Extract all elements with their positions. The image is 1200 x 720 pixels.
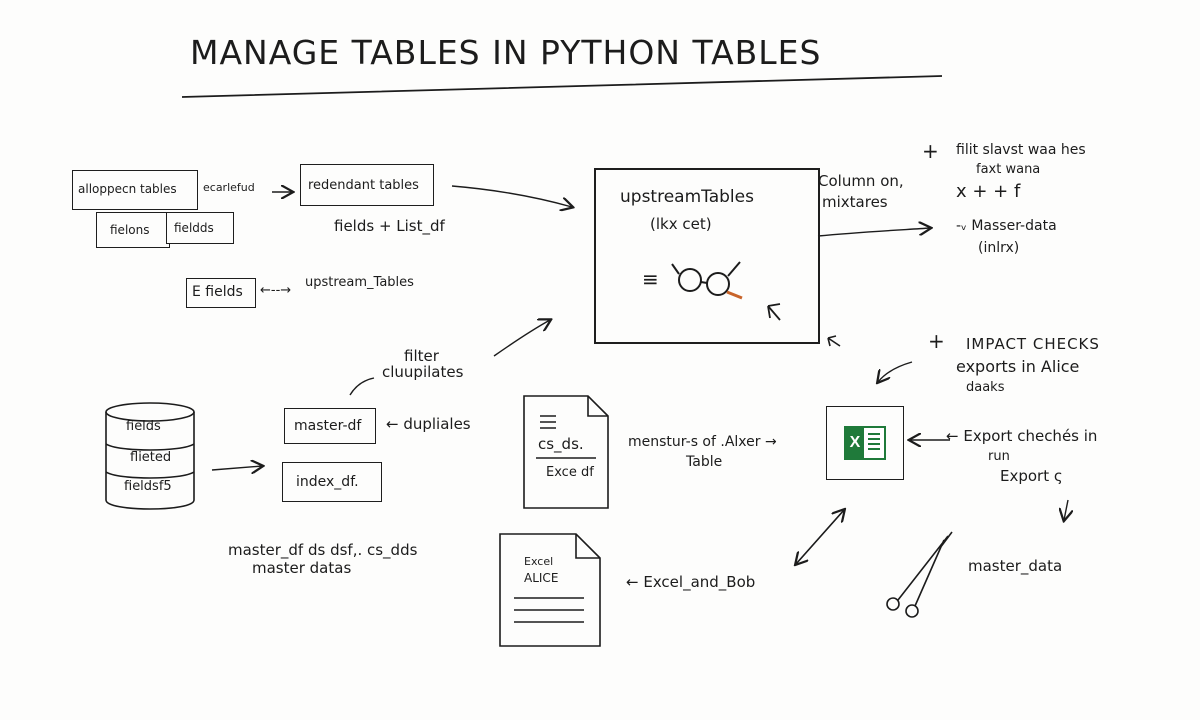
label-master-caption-1: master_df ds dsf,. cs_dds <box>228 541 418 559</box>
db-row-flieted: flieted <box>130 450 172 465</box>
box-alloppecn-tables <box>72 170 198 210</box>
arrow-upstream-right <box>817 228 930 237</box>
label-filit-2: faxt wana <box>976 162 1041 177</box>
label-export: Export ς <box>1000 467 1063 485</box>
label-e-fields-arrow: ←--→ <box>260 283 292 298</box>
label-redendant-tables: redendant tables <box>308 178 419 193</box>
upstream-eq-glyph: ≡ <box>642 267 659 291</box>
excel-letter: X <box>846 428 864 458</box>
label-dupliales: ← dupliales <box>386 415 471 433</box>
scissors-icon <box>886 531 953 618</box>
label-master-data: master_data <box>968 557 1063 575</box>
label-fielons: fielons <box>110 223 150 237</box>
document-csds <box>523 395 609 509</box>
db-row-fields: fields <box>126 419 161 434</box>
db-row-fieldsf5: fieldsf5 <box>124 479 172 494</box>
doc-alice-line2: ALICE <box>524 571 559 585</box>
label-cluupilates: cluupilates <box>382 363 464 381</box>
label-excel-and-bob: ← Excel_and_Bob <box>626 573 756 591</box>
label-daaks: daaks <box>966 380 1005 395</box>
document-excel-alice <box>499 533 601 647</box>
database-cylinder <box>105 402 195 510</box>
label-table: Table <box>686 454 723 470</box>
label-master-df: master-df <box>294 418 362 434</box>
box-e-fields <box>186 278 256 308</box>
title-underline <box>181 75 943 98</box>
glasses-icon <box>671 261 743 300</box>
arrow-db-index <box>211 466 262 470</box>
arrow-impact-excel <box>878 361 913 382</box>
label-fieldds: fieldds <box>174 221 214 235</box>
label-exports-in-alice: exports in Alice <box>956 357 1080 376</box>
label-e-fields: E fields <box>192 284 243 300</box>
upstream-sub: (lkx cet) <box>650 215 712 233</box>
arrow-nw <box>827 335 841 347</box>
label-masser-2: (inlrx) <box>978 240 1020 256</box>
label-menstur: menstur-s of .Alxer → <box>628 434 777 450</box>
label-run: run <box>988 449 1010 464</box>
box-fielons <box>96 212 170 248</box>
doc-alice-line1: Excel <box>524 555 554 568</box>
label-filit-1: filit slavst waa hes <box>956 142 1086 158</box>
label-masser-1: -ᵥ Masser-data <box>956 218 1057 234</box>
upstream-title: upstreamTables <box>620 187 754 207</box>
page-title: MANAGE TABLES IN PYTHON TABLES <box>190 33 822 72</box>
box-redendant-tables <box>300 164 434 206</box>
cursor-icon <box>767 303 781 321</box>
label-alloppecn-tables: alloppecn tables <box>78 182 177 196</box>
arrow-redendant-upstream <box>451 185 572 207</box>
label-earnefu: ecarlefud <box>203 181 255 194</box>
box-index-df <box>282 462 382 502</box>
label-formula: x + + f <box>956 181 1021 202</box>
label-upstream-small: upstream_Tables <box>305 275 414 290</box>
doc-csds-line2: Exce df <box>546 465 594 480</box>
label-master-caption-2: master datas <box>252 559 352 577</box>
excel-icon: X <box>844 426 886 460</box>
label-column-on: Column on, <box>818 172 904 190</box>
doc-csds-line1: cs_ds. <box>538 435 584 453</box>
label-impact-checks: IMPACT CHECKS <box>966 335 1100 353</box>
arrow-filter-upstream <box>493 320 550 357</box>
label-filter: filter <box>404 347 439 365</box>
plus-sign-1: + <box>922 139 939 163</box>
box-fieldds <box>166 212 234 244</box>
upstream-tables-box <box>594 168 820 344</box>
arrow-export-down <box>1064 499 1068 520</box>
plus-sign-2: + <box>928 329 945 353</box>
box-master-df <box>284 408 376 444</box>
excel-grid-lines <box>868 433 880 453</box>
label-export-checks: ← Export chechés in <box>946 427 1098 445</box>
label-fields-list: fields + List_df <box>334 217 445 235</box>
label-mixtares: mixtares <box>822 193 888 211</box>
label-index-df: index_df. <box>296 474 359 490</box>
filter-hook <box>349 377 375 396</box>
